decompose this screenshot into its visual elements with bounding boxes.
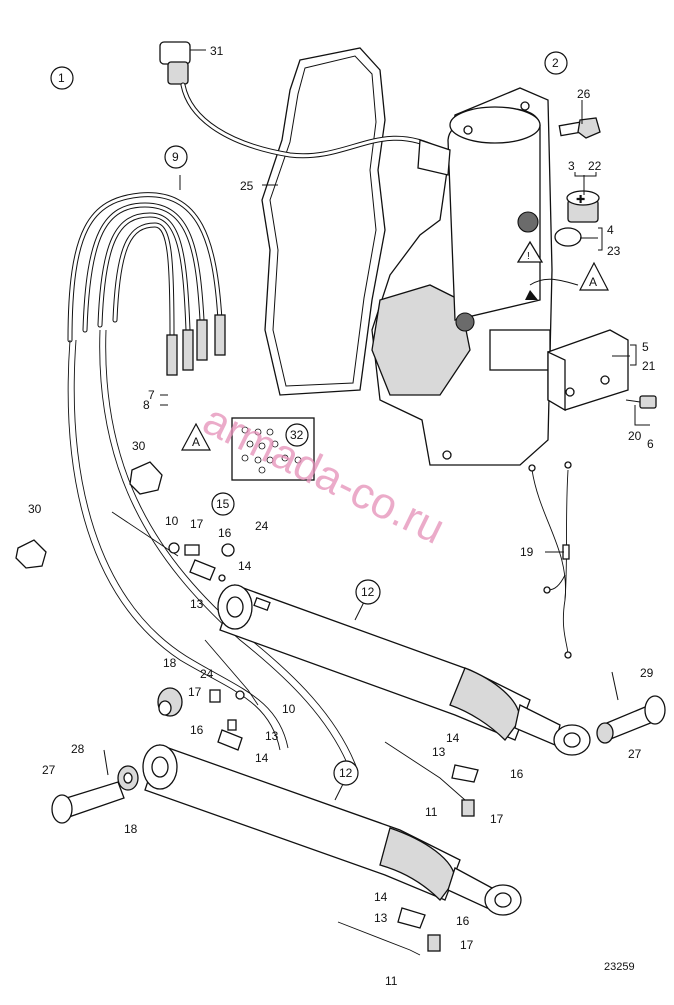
triangle-callouts: A A	[180, 261, 609, 451]
label-10b: 10	[282, 702, 296, 716]
label-11a: 11	[425, 805, 438, 819]
washer-18-upper	[157, 687, 183, 717]
gasket-25	[261, 47, 386, 396]
pin-27-left	[51, 781, 125, 824]
triangle-a-left: A	[192, 435, 200, 449]
bolt-26	[558, 117, 601, 139]
label-19: 19	[520, 545, 534, 559]
label-13a: 13	[190, 597, 204, 611]
label-10a: 10	[165, 514, 179, 528]
label-24b: 24	[200, 667, 214, 681]
label-14d: 14	[374, 890, 388, 904]
callout-32: 32	[290, 428, 304, 442]
svg-text:!: !	[527, 251, 530, 262]
label-14b: 14	[255, 751, 269, 765]
label-17d: 17	[460, 938, 474, 952]
label-26: 26	[577, 87, 591, 101]
clip-30a	[129, 461, 163, 495]
label-16a: 16	[218, 526, 232, 540]
callout-9: 9	[172, 150, 179, 164]
label-28: 28	[71, 742, 85, 756]
hardware-group-bottom	[337, 907, 441, 956]
label-13b: 13	[265, 729, 279, 743]
label-8: 8	[143, 398, 150, 412]
hardware-group-mid	[204, 639, 259, 751]
cylinder-lower-12	[142, 744, 522, 916]
circled-callouts: 1 2 9 12 12 15 32	[50, 51, 568, 786]
label-31: 31	[210, 44, 224, 58]
callout-12-lower: 12	[339, 766, 353, 780]
leader-lines	[160, 49, 650, 801]
figure-number: 23259	[604, 961, 635, 973]
label-14c: 14	[446, 731, 460, 745]
label-5: 5	[642, 340, 649, 354]
label-21: 21	[642, 359, 656, 373]
clip-30b	[15, 539, 47, 569]
label-4: 4	[607, 223, 614, 237]
harness-9	[67, 175, 226, 376]
label-13d: 13	[374, 911, 388, 925]
long-wires	[67, 329, 357, 771]
label-20: 20	[628, 429, 642, 443]
label-27a: 27	[42, 763, 56, 777]
cotter-pin-29	[611, 671, 619, 701]
o-ring-4	[554, 227, 582, 247]
sensor-wire-19	[528, 461, 572, 659]
callout-labels: 31 26 3 22 4 23 25 7 8 5 21 20 6 30 30 1…	[28, 44, 656, 988]
hardware-group-right	[384, 741, 479, 817]
label-17a: 17	[190, 517, 204, 531]
screw-20	[625, 395, 657, 409]
svg-text:✚: ✚	[576, 194, 585, 206]
label-14a: 14	[238, 559, 252, 573]
label-13c: 13	[432, 745, 446, 759]
hardware-group-15	[111, 511, 235, 582]
pump-unit-2: !	[371, 87, 579, 466]
label-27b: 27	[628, 747, 642, 761]
label-16b: 16	[190, 723, 204, 737]
label-6: 6	[647, 437, 654, 451]
label-30b: 30	[28, 502, 42, 516]
callout-12-upper: 12	[361, 585, 375, 599]
label-22: 22	[588, 159, 602, 173]
bracket-5	[547, 329, 629, 412]
label-23: 23	[607, 244, 621, 258]
callout-15: 15	[216, 497, 230, 511]
label-17c: 17	[490, 812, 504, 826]
label-18b: 18	[124, 822, 138, 836]
label-7: 7	[148, 388, 155, 402]
callout-2: 2	[552, 56, 559, 70]
label-11b: 11	[385, 974, 398, 988]
label-16d: 16	[456, 914, 470, 928]
washer-18-left	[117, 765, 139, 791]
connector-31	[159, 41, 443, 159]
cotter-pin-28	[103, 749, 109, 776]
label-25: 25	[240, 179, 254, 193]
label-18a: 18	[163, 656, 177, 670]
label-16c: 16	[510, 767, 524, 781]
label-29: 29	[640, 666, 654, 680]
label-30a: 30	[132, 439, 146, 453]
filler-cap-3: ✚	[566, 190, 600, 223]
label-3: 3	[568, 159, 575, 173]
cylinder-upper-12	[217, 584, 591, 756]
triangle-a-right: A	[589, 275, 597, 289]
callout-1: 1	[58, 71, 65, 85]
label-24a: 24	[255, 519, 269, 533]
label-17b: 17	[188, 685, 202, 699]
pin-27-right	[596, 695, 666, 744]
